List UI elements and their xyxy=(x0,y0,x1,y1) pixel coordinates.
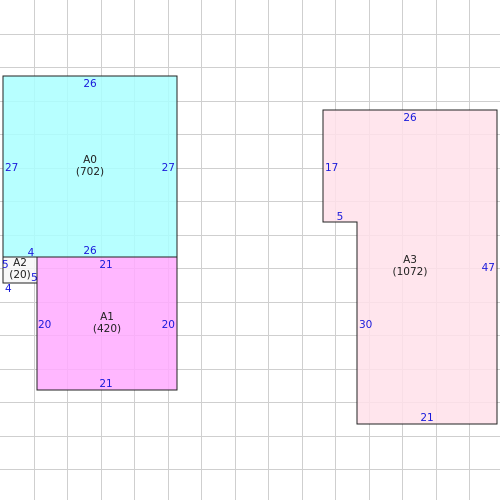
room-a2-dim-top: 4 xyxy=(28,247,35,259)
room-a0[interactable]: A0 (702) 26 27 27 26 xyxy=(2,75,178,258)
room-a0-shape[interactable] xyxy=(2,75,178,258)
room-a0-dim-bottom: 26 xyxy=(83,245,97,257)
room-a1-dim-right: 20 xyxy=(162,319,175,331)
room-a0-dim-right: 27 xyxy=(162,162,175,174)
room-a1-area: (420) xyxy=(93,323,121,335)
room-a2-dim-right: 5 xyxy=(31,272,38,284)
room-a2[interactable]: A2 (20) 4 5 5 4 xyxy=(2,247,38,295)
room-a1-name: A1 xyxy=(100,311,114,323)
room-a1-shape[interactable] xyxy=(36,256,178,391)
room-a1-dim-bottom: 21 xyxy=(99,378,112,390)
room-a1[interactable]: A1 (420) 21 20 20 21 xyxy=(36,256,178,391)
room-a3-dim-right: 47 xyxy=(482,262,495,274)
room-a3-dim-step: 5 xyxy=(337,211,344,223)
room-a3-area: (1072) xyxy=(393,266,428,278)
room-a3-name: A3 xyxy=(403,254,417,266)
room-a2-name: A2 xyxy=(13,257,27,269)
room-a1-dim-left: 20 xyxy=(38,319,51,331)
room-a2-dim-left: 5 xyxy=(2,259,9,271)
room-a0-name: A0 xyxy=(83,154,97,166)
room-a3-dim-left-upper: 17 xyxy=(325,162,338,174)
room-a3[interactable]: A3 (1072) 26 17 5 30 47 21 xyxy=(322,109,498,425)
room-a0-dim-top: 26 xyxy=(83,78,97,90)
room-a0-area: (702) xyxy=(76,166,104,178)
room-a2-shape[interactable] xyxy=(2,256,38,284)
room-a2-dim-bottom: 4 xyxy=(5,283,12,295)
room-a3-dim-bottom: 21 xyxy=(420,412,433,424)
room-a3-shape[interactable] xyxy=(322,109,498,425)
room-a3-dim-top: 26 xyxy=(403,112,417,124)
room-a2-area: (20) xyxy=(9,269,31,281)
room-a3-dim-left-lower: 30 xyxy=(359,319,372,331)
room-a1-dim-top: 21 xyxy=(99,259,112,271)
room-a0-dim-left: 27 xyxy=(5,162,18,174)
